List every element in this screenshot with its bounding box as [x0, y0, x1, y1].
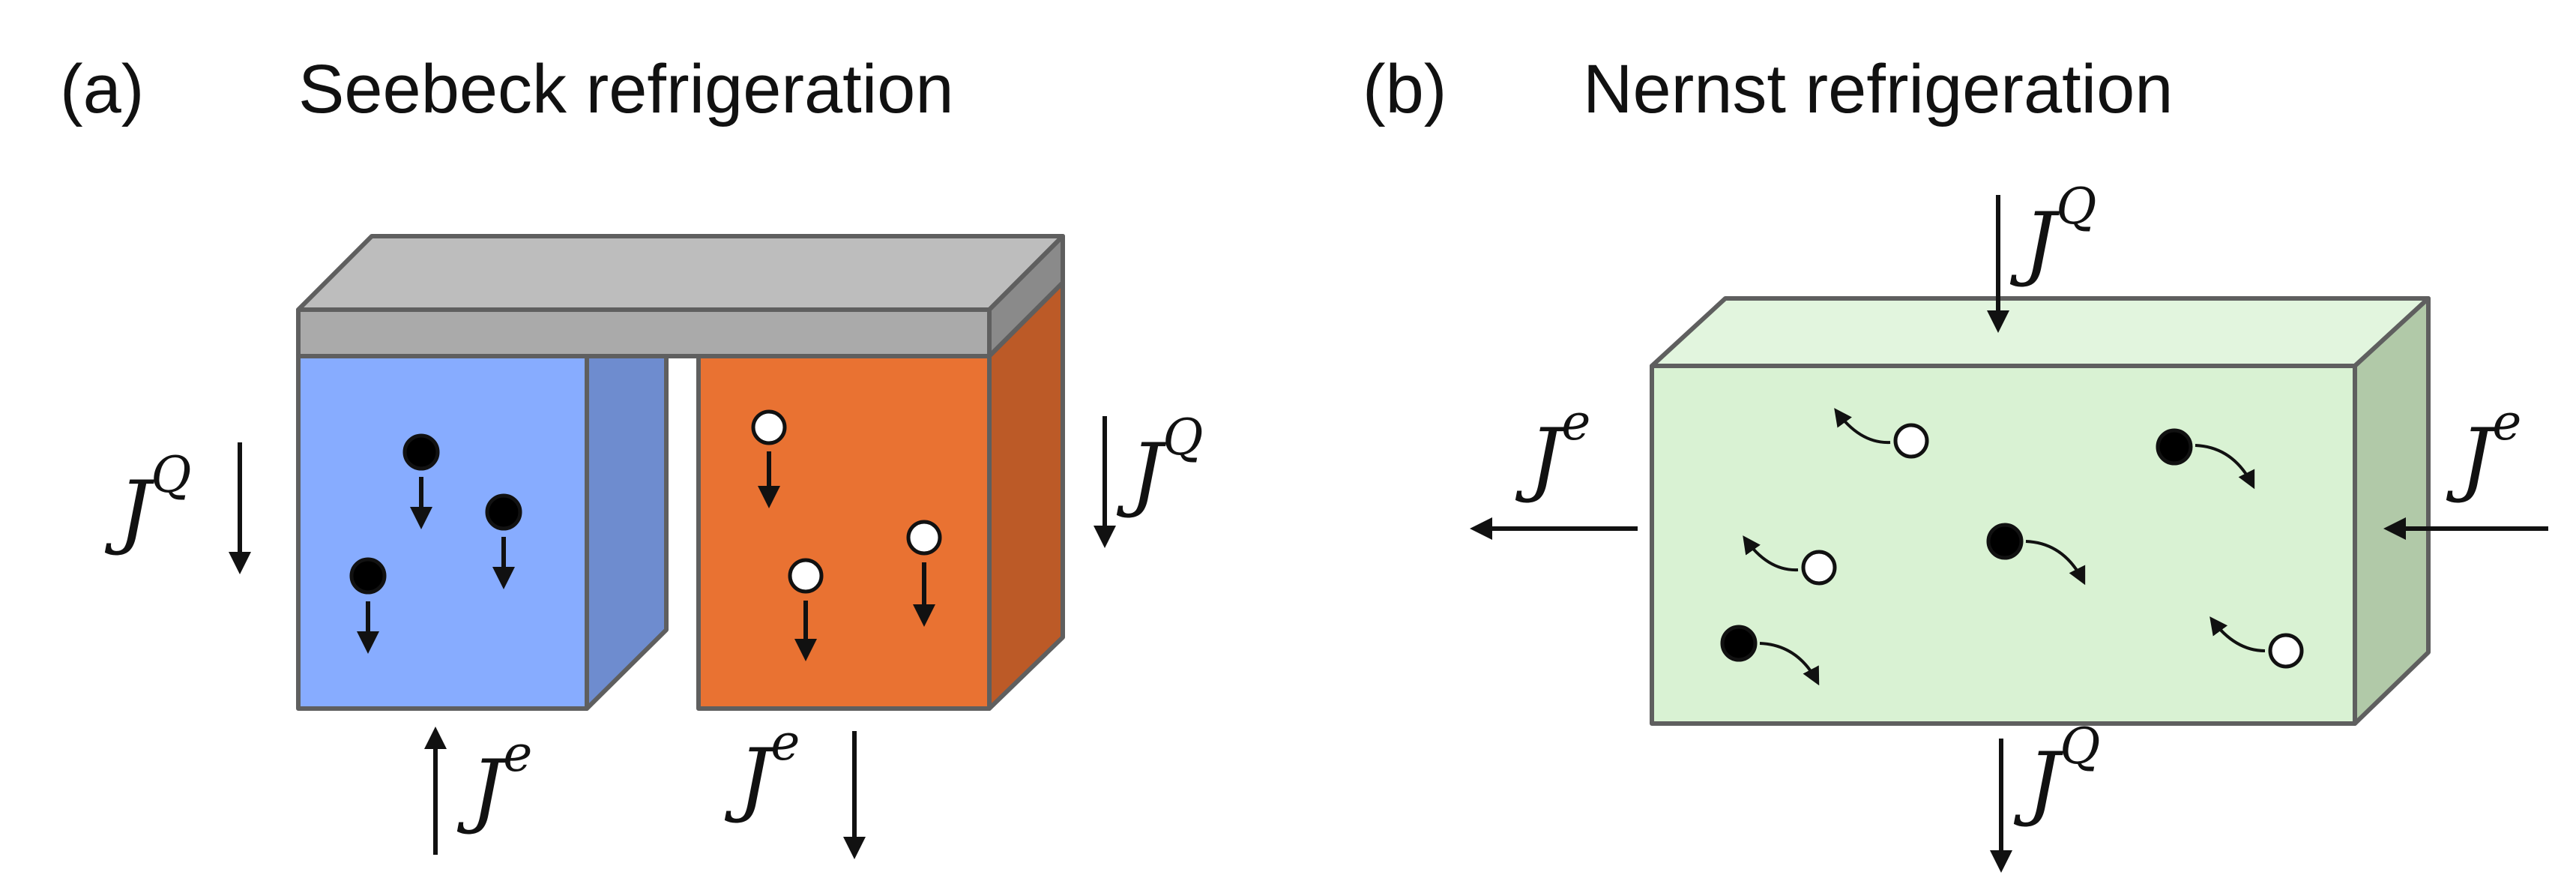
right-leg-side-face: [987, 280, 1065, 711]
charge-flux-label-right: Je: [724, 714, 800, 826]
hole: [788, 558, 824, 594]
heat-flux-label-right: JQ: [1116, 409, 1203, 520]
nernst-holes: [1743, 408, 2304, 669]
charge-flux-label-left: Je: [456, 725, 532, 837]
panel-b-title: Nernst refrigeration: [1583, 51, 2173, 127]
panel-b: (b) Nernst refrigeration JQ J: [1363, 51, 2548, 873]
deflection-arrow: [2195, 444, 2255, 490]
electron: [1720, 625, 1758, 662]
hole: [906, 520, 942, 556]
block-top-face: [1650, 296, 2431, 368]
left-leg-front-face: [296, 354, 589, 711]
hole: [1893, 423, 1929, 459]
electron: [485, 493, 522, 531]
hole: [1801, 550, 1837, 586]
deflection-arrow: [1834, 408, 1891, 445]
electron: [2156, 428, 2193, 466]
heat-flux-label-out: JQ: [2013, 718, 2100, 829]
panel-b-label: (b): [1363, 51, 1447, 127]
panel-a-label: (a): [60, 51, 144, 127]
bridge-front-face: [296, 307, 992, 358]
electron: [1986, 523, 2024, 560]
panel-a-title: Seebeck refrigeration: [298, 51, 954, 127]
heat-flux-label-left: JQ: [104, 446, 191, 558]
nernst-electrons: [1720, 428, 2255, 686]
charge-flux-label-in: Je: [2446, 394, 2521, 505]
bridge-top-face: [296, 234, 1065, 312]
block-side-face: [2353, 296, 2431, 726]
electron: [349, 557, 387, 595]
electron: [402, 433, 440, 471]
panel-a: (a) Seebeck refrigeration: [60, 51, 1203, 859]
right-leg-front-face: [696, 354, 992, 711]
left-leg-side-face: [585, 354, 669, 711]
hole: [2268, 633, 2304, 669]
deflection-arrow: [1759, 642, 1820, 686]
left-leg-electrons: [349, 433, 522, 654]
hole: [751, 409, 787, 445]
charge-flux-label-out: Je: [1515, 394, 1590, 505]
deflection-arrow: [2025, 540, 2086, 586]
heat-flux-label-in: JQ: [2009, 178, 2096, 289]
deflection-arrow: [2209, 616, 2266, 652]
right-leg-holes: [751, 409, 942, 661]
deflection-arrow: [1743, 535, 1799, 572]
